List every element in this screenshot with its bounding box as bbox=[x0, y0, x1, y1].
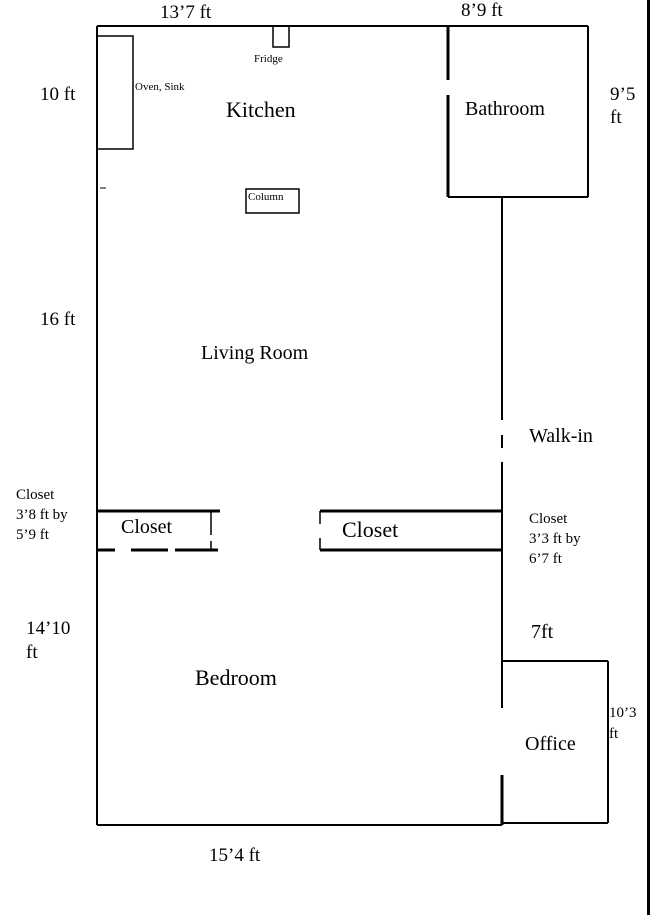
closet-note-left-3: 5’9 ft bbox=[16, 527, 50, 543]
dim-bottom: 15’4 ft bbox=[209, 845, 261, 866]
closet-note-left-2: 3’8 ft by bbox=[16, 507, 68, 523]
office-label: Office bbox=[525, 733, 576, 755]
closet-center-label: Closet bbox=[342, 517, 398, 542]
walk-in-label: Walk-in bbox=[529, 425, 593, 447]
dim-kitchen-height: 10 ft bbox=[40, 84, 76, 105]
dim-living-height: 16 ft bbox=[40, 309, 76, 330]
column-label: Column bbox=[248, 191, 284, 203]
closet-note-right-3: 6’7 ft bbox=[529, 551, 563, 567]
page-edge bbox=[647, 0, 650, 915]
dim-top-right: 8’9 ft bbox=[461, 0, 503, 21]
living-room-label: Living Room bbox=[201, 342, 309, 364]
dim-office-height-2: ft bbox=[609, 726, 619, 742]
dim-office-width: 7ft bbox=[531, 621, 554, 643]
kitchen-label: Kitchen bbox=[226, 97, 296, 122]
dim-bedroom-height-2: ft bbox=[26, 642, 38, 663]
column-box bbox=[245, 188, 300, 214]
closet-note-right-1: Closet bbox=[529, 511, 568, 527]
dim-bathroom-height-2: ft bbox=[610, 107, 622, 128]
dim-top-left: 13’7 ft bbox=[160, 2, 212, 23]
closet-note-right-2: 3’3 ft by bbox=[529, 531, 581, 547]
closet-note-left-1: Closet bbox=[16, 487, 55, 503]
bedroom-label: Bedroom bbox=[195, 665, 277, 690]
fridge-label: Fridge bbox=[254, 53, 283, 65]
oven-sink-counter bbox=[96, 35, 134, 150]
fridge-box bbox=[272, 25, 290, 48]
bathroom-label: Bathroom bbox=[465, 98, 545, 120]
oven-sink-label: Oven, Sink bbox=[135, 81, 185, 93]
dim-office-height-1: 10’3 bbox=[609, 705, 637, 721]
dim-bathroom-height-1: 9’5 bbox=[610, 84, 635, 105]
dim-bedroom-height-1: 14’10 bbox=[26, 618, 70, 639]
closet-left-label: Closet bbox=[121, 516, 173, 538]
